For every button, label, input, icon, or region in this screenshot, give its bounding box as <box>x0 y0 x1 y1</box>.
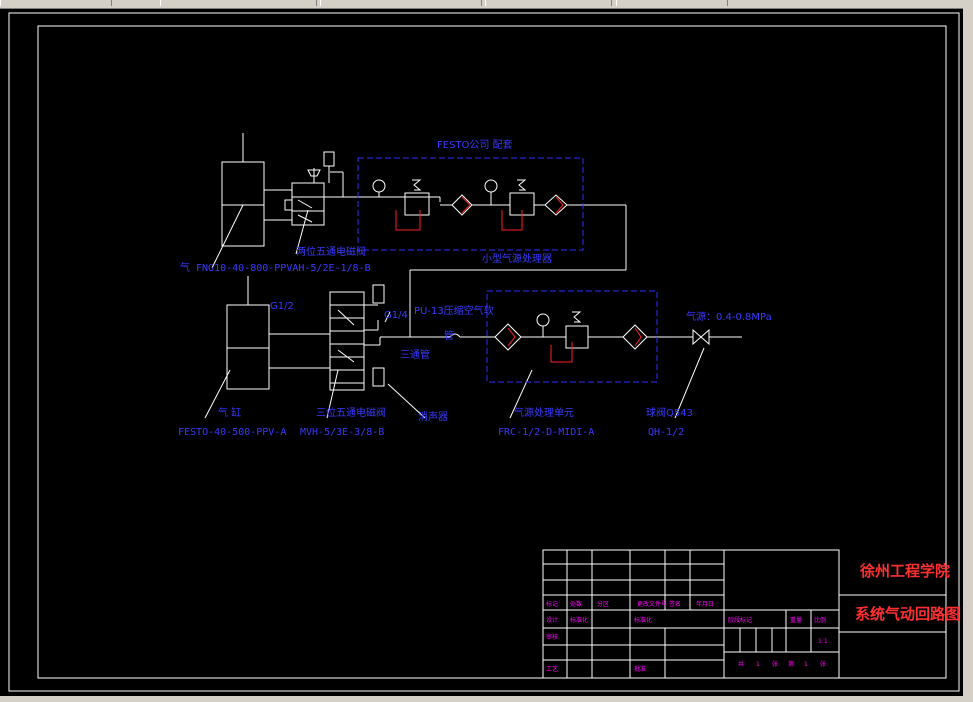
ball-valve <box>692 328 710 346</box>
toolbar-segment[interactable] <box>320 0 482 6</box>
tb-row-label: 更改文件号 <box>637 600 667 608</box>
label-g14: G1/4 <box>384 310 408 321</box>
tb-row-label: 签名 <box>669 600 681 608</box>
label-frl-1: 小型气源处理器 <box>482 252 552 265</box>
tb-row-label: 处数 <box>570 600 582 608</box>
title-block-text: 徐州工程学院 系统气动回路图 标记 处数 分区 更改文件号 签名 年月日 设计 … <box>546 562 960 673</box>
tb-left-label: 审核 <box>546 633 558 641</box>
valve-1 <box>291 182 325 198</box>
tb-row-label: 年月日 <box>696 600 714 608</box>
tb-sheet: 第 <box>788 660 794 668</box>
tb-sheet: 共 <box>738 660 744 668</box>
drawing-title: 系统气动回路图 <box>855 605 960 623</box>
tb-scale-value: 1:1 <box>818 638 828 645</box>
label-ball-valve-model: QH-1/2 <box>648 427 684 438</box>
label-tee: 三通管 <box>400 348 430 361</box>
status-strip <box>0 696 973 702</box>
filter-1 <box>451 194 473 216</box>
label-ball-valve: 球阀Q543 <box>646 406 693 419</box>
label-pu13: PU-13压缩空气软 <box>414 304 494 317</box>
toolbar-segment[interactable] <box>616 0 728 6</box>
label-frl-2: 气源处理单元 <box>514 406 574 419</box>
label-valve-1: 两位五通电磁阀 <box>296 245 366 258</box>
dashed-groups <box>357 157 658 383</box>
toolbar-segment[interactable] <box>0 0 112 6</box>
label-frl-2-model: FRC-1/2-D-MIDI-A <box>498 427 594 438</box>
tb-sheet: 张 <box>772 660 778 668</box>
tb-left-label: 设计 <box>546 616 558 624</box>
scrollbar-strip[interactable] <box>963 8 973 698</box>
school-name: 徐州工程学院 <box>859 562 950 580</box>
label-source: 气源：0.4-0.8MPa <box>686 310 772 323</box>
valve-2 <box>329 291 365 306</box>
tb-left-label: 标准化 <box>634 616 652 624</box>
sheet-border <box>8 12 960 692</box>
cylinder-1 <box>221 161 265 247</box>
label-pu13-b: 管 <box>444 329 454 342</box>
label-cylinder-1: 气 FNG10-40-800-PPVAH-5/2E-1/8-B <box>180 261 371 274</box>
tb-sheet: 1 <box>804 661 808 668</box>
label-festo: FESTO公司 配套 <box>437 138 513 151</box>
frl-box-1 <box>357 157 584 251</box>
label-cylinder-2-model: FESTO-40-500-PPV-A <box>178 427 286 438</box>
frame-border <box>37 25 947 679</box>
frl-box-2 <box>486 290 658 383</box>
toolbar-segment[interactable] <box>160 0 317 6</box>
tb-left-label: 批准 <box>634 665 646 673</box>
tb-scale-label: 比例 <box>814 616 826 624</box>
title-block <box>542 549 946 679</box>
tb-weight-label: 重量 <box>790 616 802 624</box>
red-accents <box>395 196 642 363</box>
tb-row-label: 分区 <box>597 600 609 608</box>
toolbar-strip <box>0 0 973 9</box>
label-cylinder-2: 气 缸 <box>218 406 241 419</box>
tb-sheet: 张 <box>820 660 826 668</box>
schematic-lines <box>204 133 742 419</box>
regulator-2 <box>565 325 589 349</box>
tb-sheet: 1 <box>756 661 760 668</box>
toolbar-segment[interactable] <box>485 0 612 6</box>
cylinder-2 <box>226 304 270 390</box>
label-g12: G1/2 <box>270 301 294 312</box>
label-valve-2-model: MVH-5/3E-3/8-B <box>300 427 384 438</box>
tb-row-label: 标记 <box>546 600 558 608</box>
regulator-1 <box>404 192 430 216</box>
tb-left-label: 标准化 <box>570 616 588 624</box>
label-muffler: 消声器 <box>418 410 448 423</box>
diagram-labels: FESTO公司 配套 气 FNG10-40-800-PPVAH-5/2E-1/8… <box>178 138 772 438</box>
tb-stage-label: 阶段标记 <box>728 616 752 624</box>
label-valve-2: 三位五通电磁阀 <box>316 406 386 419</box>
filter-2 <box>494 323 522 351</box>
tb-left-label: 工艺 <box>546 665 558 673</box>
